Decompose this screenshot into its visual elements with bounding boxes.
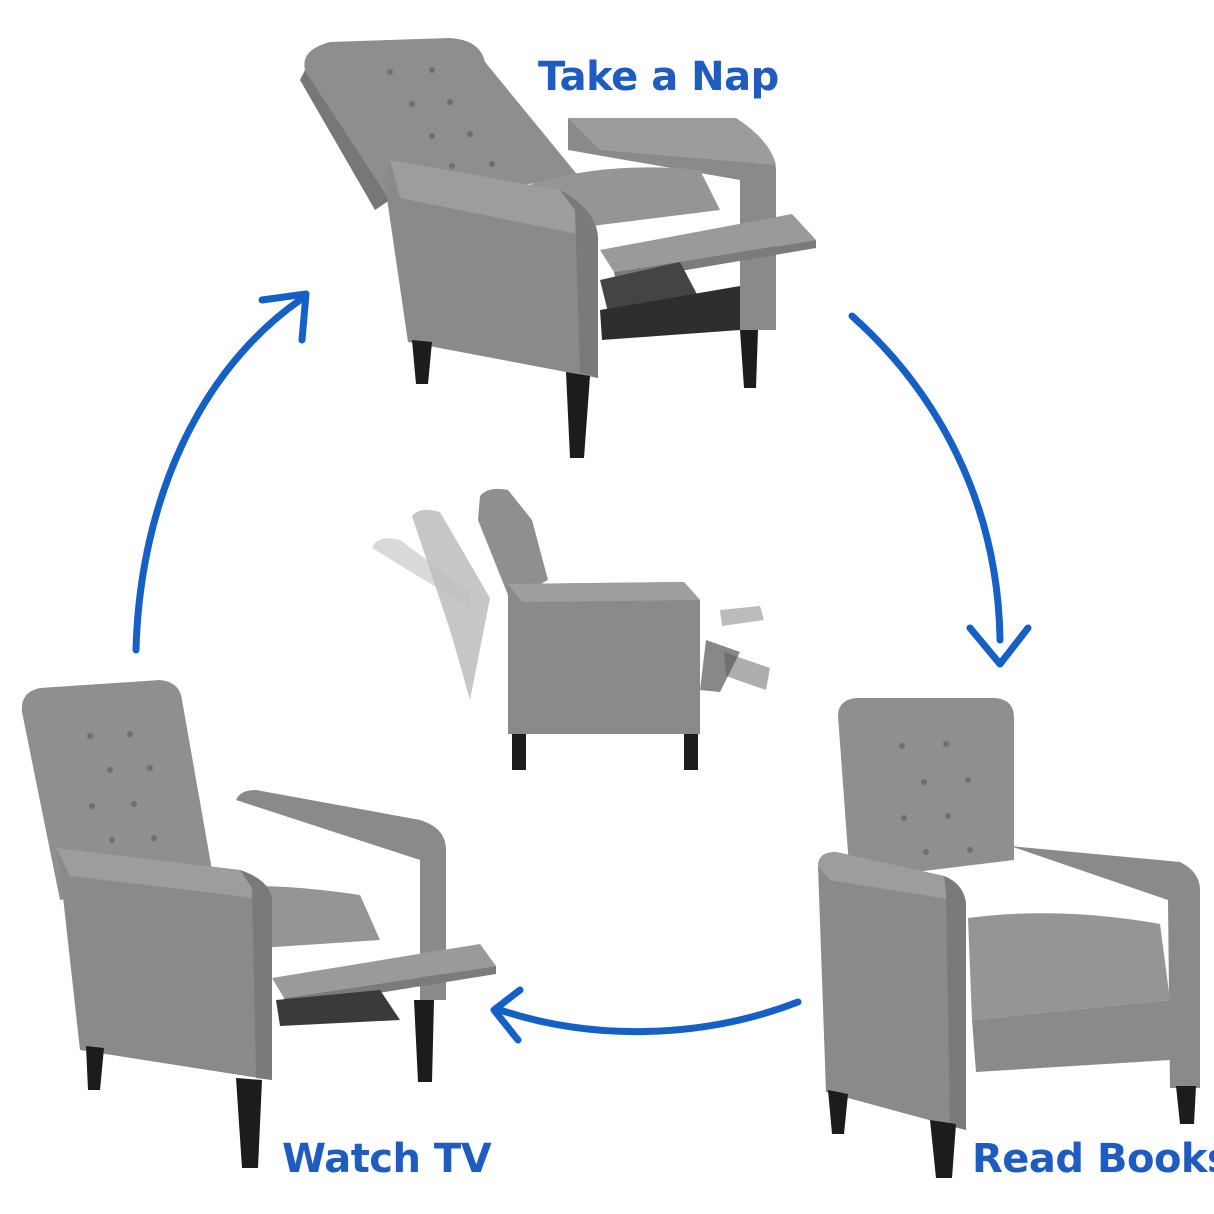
arrow-nap-to-books-head bbox=[966, 624, 1032, 668]
caption-read-books: Read Books bbox=[972, 1136, 1214, 1182]
arrow-books-to-tv bbox=[496, 998, 802, 1036]
recliner-reclined bbox=[300, 38, 816, 458]
recliner-footrest-up bbox=[21, 680, 496, 1168]
arrow-tv-to-nap-head bbox=[258, 290, 310, 344]
arrow-books-to-tv-head bbox=[490, 986, 524, 1044]
recliner-side-view bbox=[372, 488, 770, 770]
recliner-upright bbox=[818, 698, 1200, 1178]
caption-take-a-nap: Take a Nap bbox=[538, 54, 779, 100]
arrow-nap-to-books bbox=[848, 312, 1004, 644]
arrow-tv-to-nap bbox=[132, 296, 304, 654]
caption-watch-tv: Watch TV bbox=[282, 1136, 492, 1182]
